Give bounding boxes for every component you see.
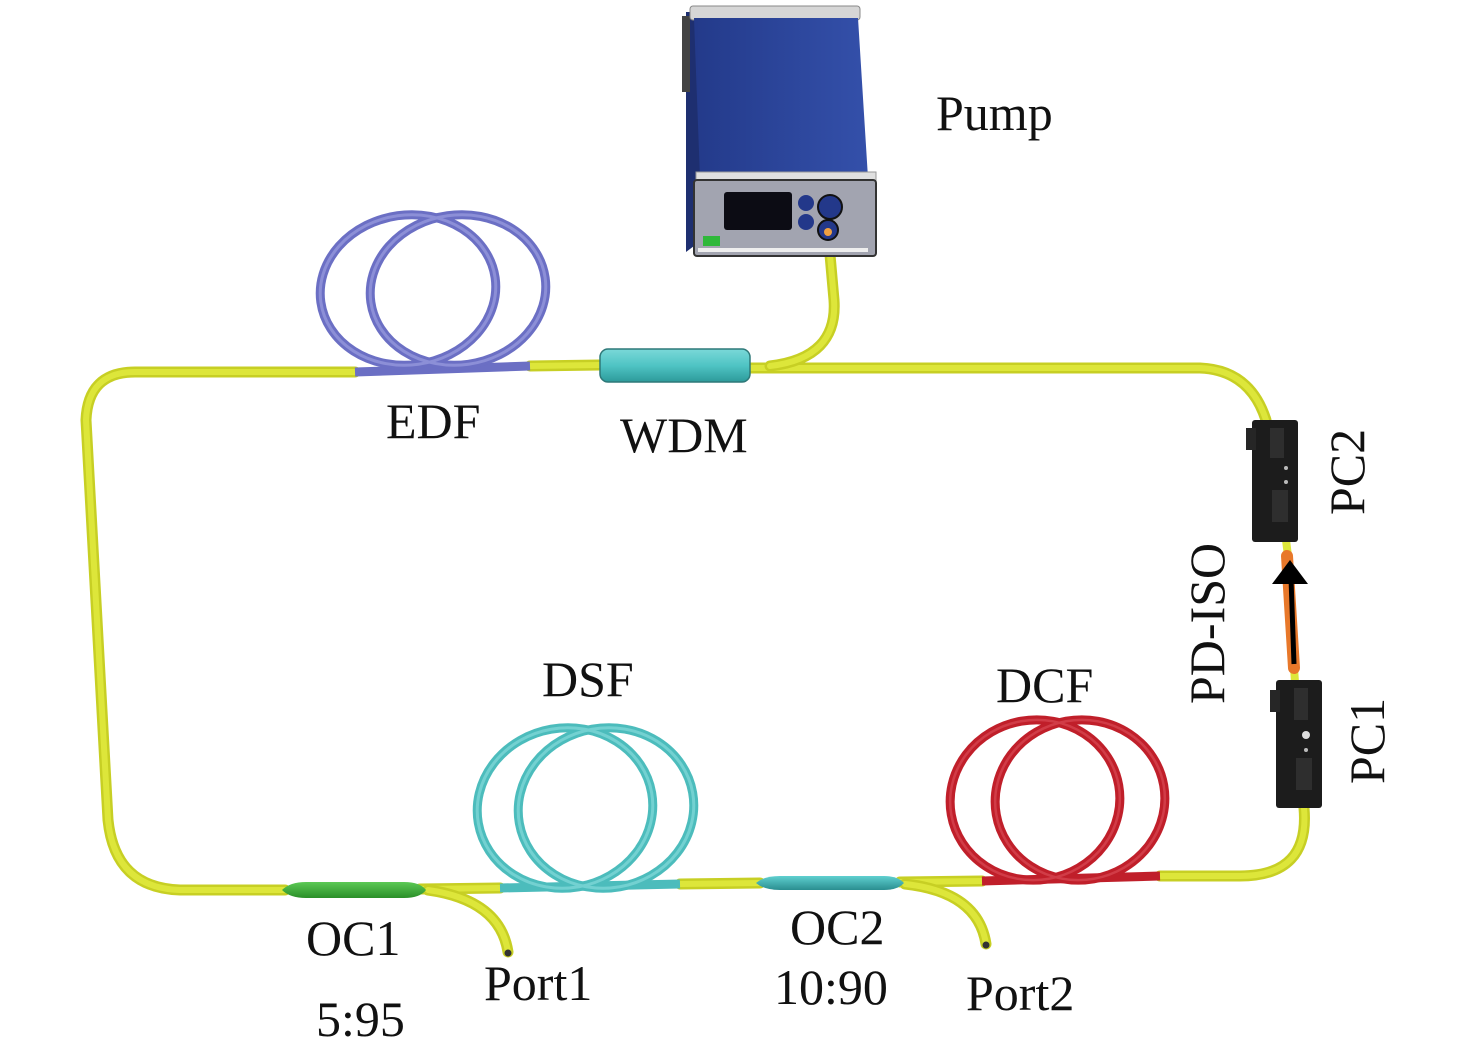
pump-laser — [682, 5, 877, 257]
pd-iso-label: PD-ISO — [1179, 543, 1235, 704]
pump-label: Pump — [936, 85, 1053, 141]
dsf-coil — [472, 723, 699, 893]
fiber-top-left — [80, 366, 361, 896]
oc1-label: OC1 — [306, 910, 400, 966]
oc1-ratio-label: 5:95 — [316, 991, 405, 1047]
pc1-controller — [1270, 680, 1322, 808]
port1-end — [504, 949, 512, 957]
fiber-ring — [80, 226, 1310, 958]
pc2-label: PC2 — [1319, 429, 1375, 515]
pump-knob-large — [817, 194, 843, 220]
port2-label: Port2 — [966, 965, 1074, 1021]
oc2-coupler — [756, 876, 904, 890]
oc1-coupler — [282, 882, 426, 898]
wdm-label: WDM — [620, 407, 748, 463]
fiber-wdm-to-pc2 — [744, 362, 1272, 426]
pd-isolator — [1272, 550, 1308, 674]
wdm-coupler — [599, 348, 751, 383]
edf-coil — [315, 210, 551, 377]
oc2-label: OC2 — [790, 899, 884, 955]
oc2-ratio-label: 10:90 — [774, 959, 888, 1015]
pump-knob-small-2 — [798, 214, 814, 230]
edf-label: EDF — [386, 393, 480, 449]
port1-label: Port1 — [484, 955, 592, 1011]
pc2-controller — [1246, 420, 1298, 542]
pump-knob-small-1 — [798, 195, 814, 211]
dsf-label: DSF — [542, 651, 634, 707]
dcf-label: DCF — [996, 657, 1093, 713]
direction-arrow-icon — [1272, 560, 1308, 584]
dcf-coil — [945, 715, 1170, 886]
pc1-label: PC1 — [1339, 698, 1395, 784]
pump-power-indicator — [703, 236, 720, 246]
port2-end — [982, 941, 990, 949]
